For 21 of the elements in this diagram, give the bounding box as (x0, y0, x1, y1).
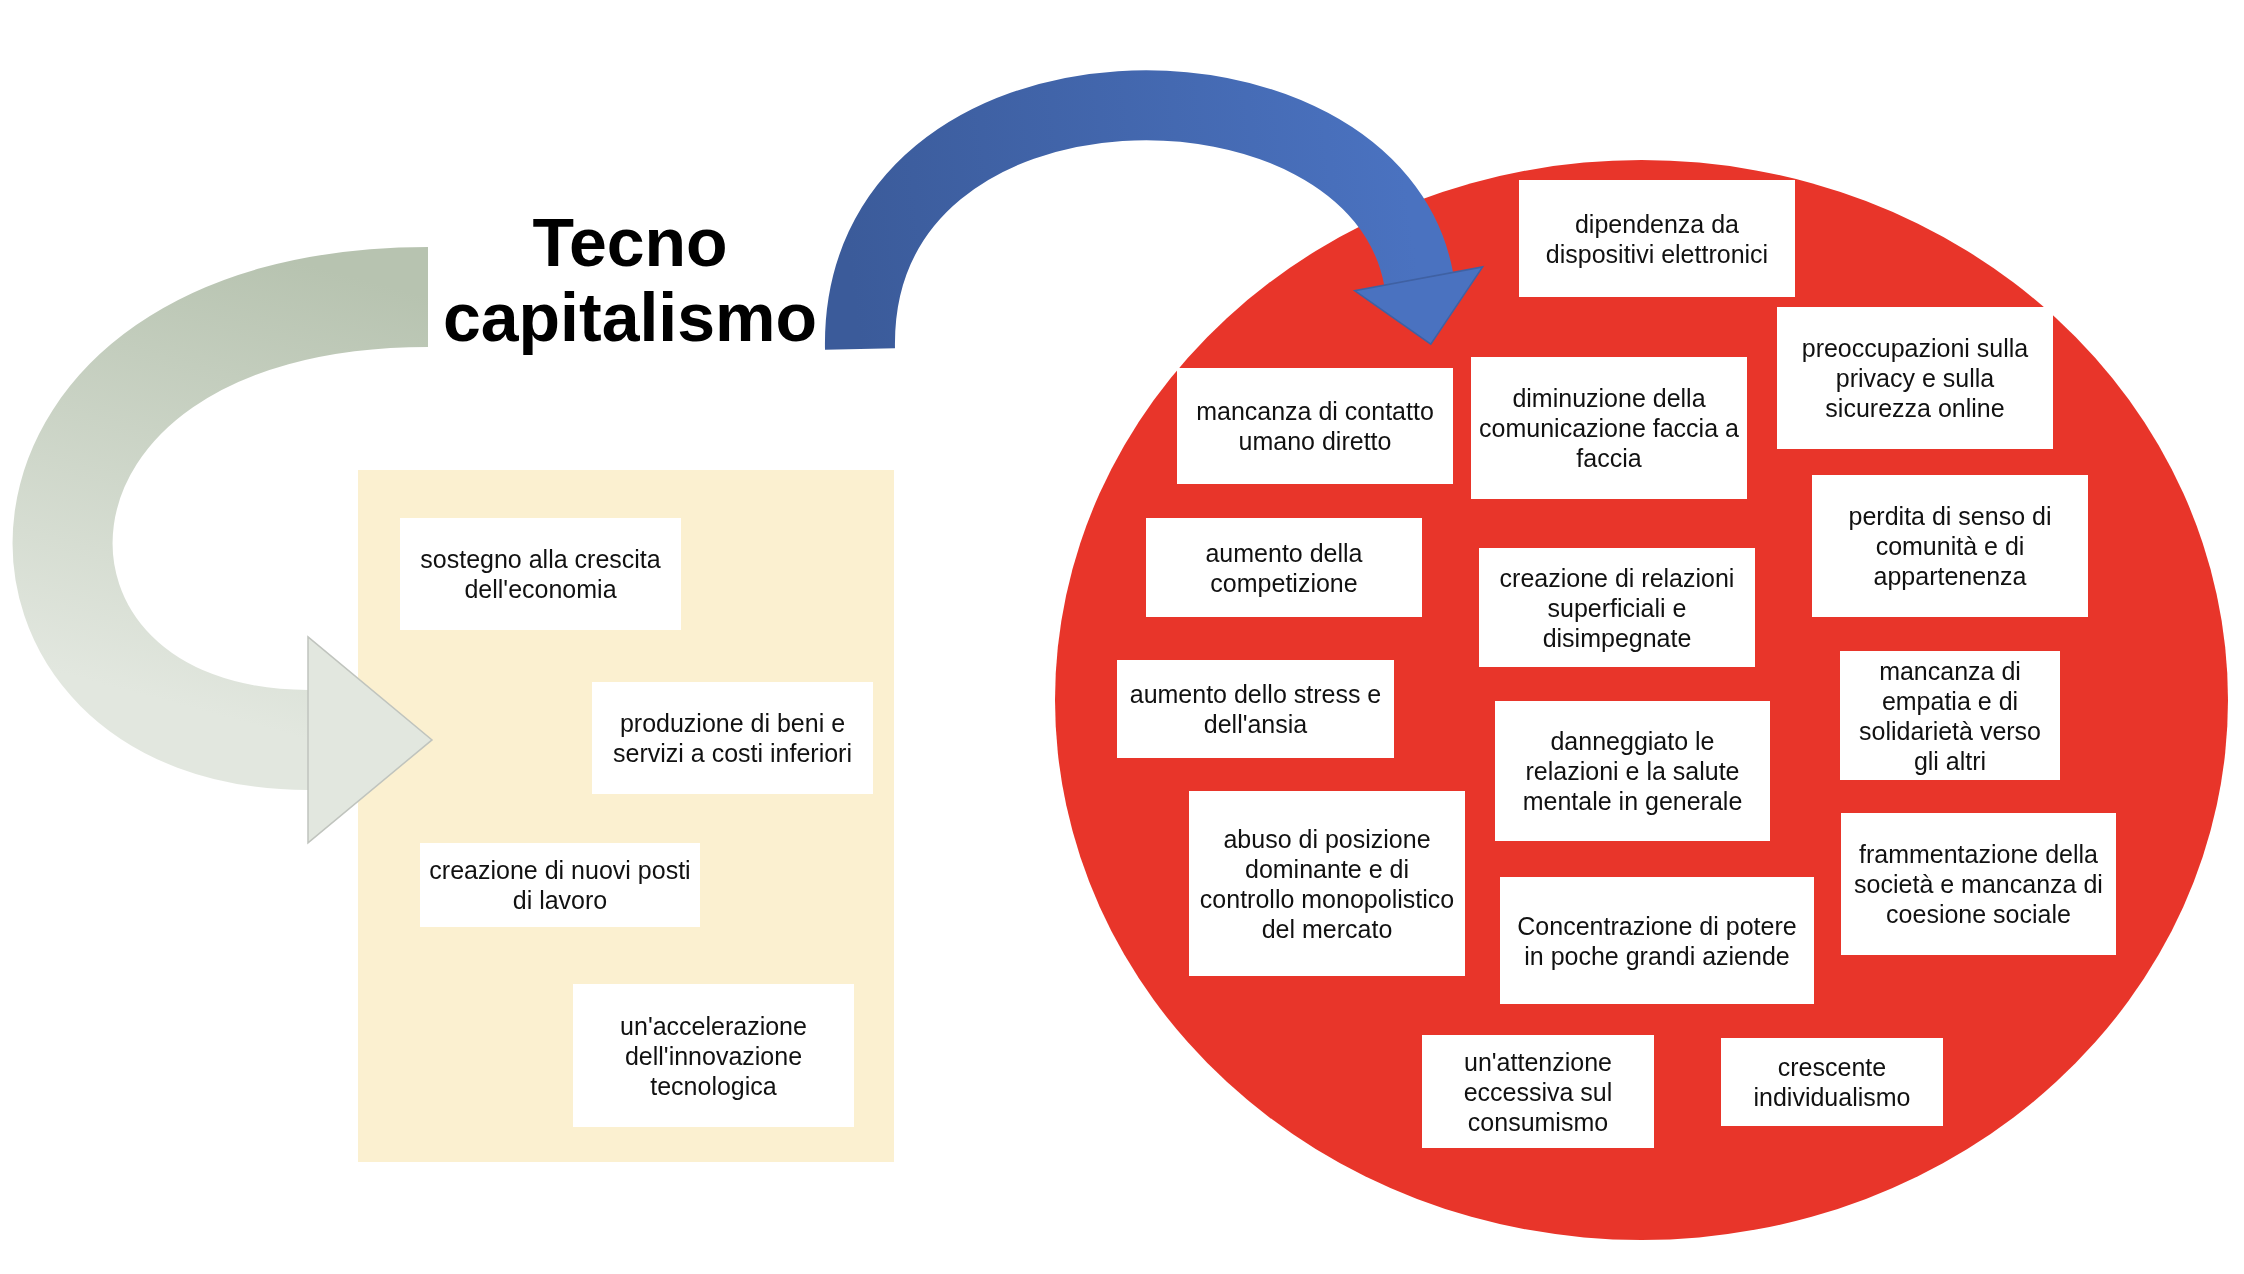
text-card: aumento dello stress e dell'ansia (1117, 660, 1394, 758)
text-card: creazione di nuovi posti di lavoro (420, 843, 700, 927)
text-card: produzione di beni e servizi a costi inferiori (592, 682, 873, 794)
text-card: creazione di relazioni superficiali e disimpegnate (1479, 548, 1755, 667)
text-card: preoccupazioni sulla privacy e sulla sicurezza online (1777, 307, 2053, 449)
text-card: crescente individualismo (1721, 1038, 1943, 1126)
text-card: danneggiato le relazioni e la salute mentale in generale (1495, 701, 1770, 841)
text-card: dipendenza da dispositivi elettronici (1519, 180, 1795, 297)
title-heading: Tecno capitalismo (430, 195, 830, 365)
text-card: mancanza di contatto umano diretto (1177, 368, 1453, 484)
text-card: diminuzione della comunicazione faccia a faccia (1471, 357, 1747, 499)
text-card: abuso di posizione dominante e di controllo monopolistico del mercato (1189, 791, 1465, 976)
text-card: Concentrazione di potere in poche grandi aziende (1500, 877, 1814, 1004)
text-card: mancanza di empatia e di solidarietà verso gli altri (1840, 651, 2060, 780)
panel-background (358, 470, 894, 1162)
text-card: sostegno alla crescita dell'economia (400, 518, 681, 630)
text-card: perdita di senso di comunità e di appartenenza (1812, 475, 2088, 617)
text-card: un'attenzione eccessiva sul consumismo (1422, 1035, 1654, 1148)
text-card: aumento della competizione (1146, 518, 1422, 617)
text-card: frammentazione della società e mancanza di coesione sociale (1841, 813, 2116, 955)
text-card: un'accelerazione dell'innovazione tecnologica (573, 984, 854, 1127)
